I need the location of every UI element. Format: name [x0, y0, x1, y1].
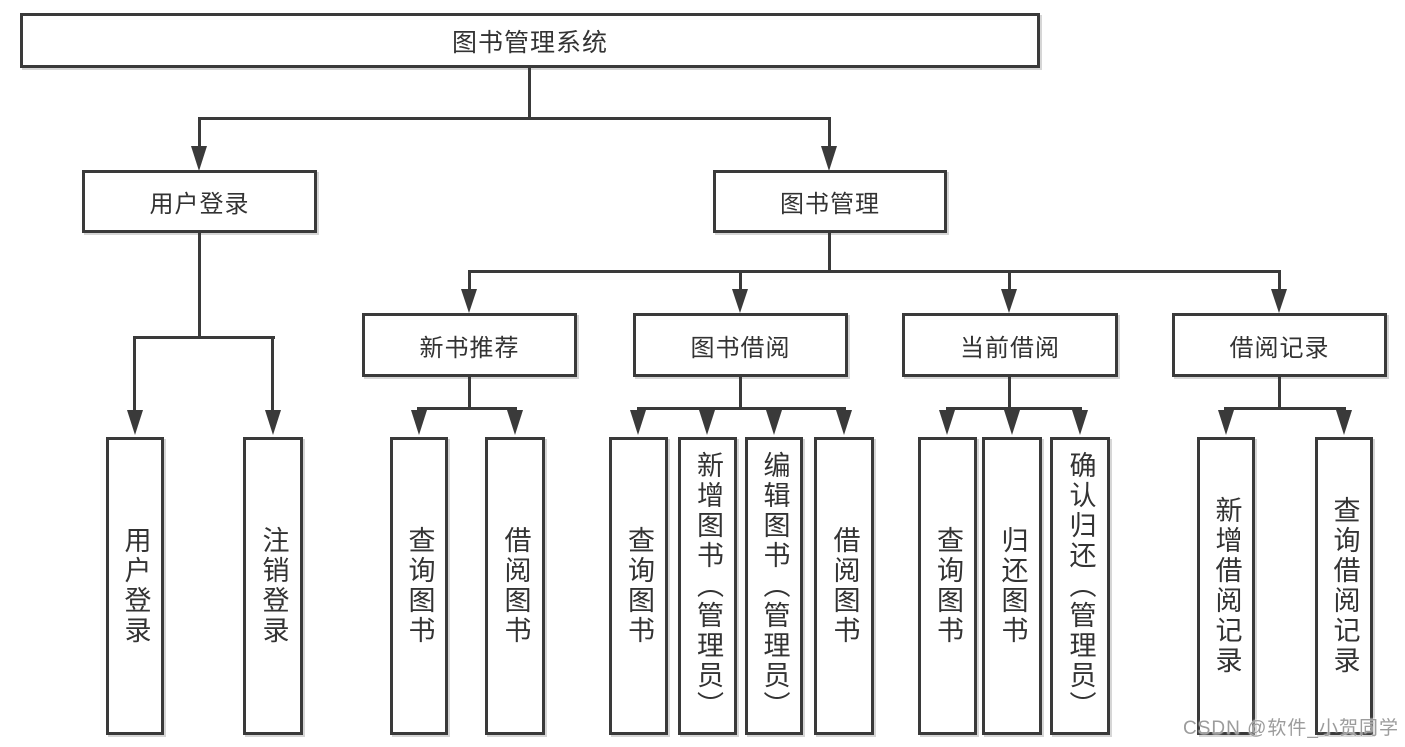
connector-hline — [946, 407, 1082, 410]
node-label: 查询借阅记录 — [1329, 496, 1360, 676]
node-label: 图书借阅 — [690, 334, 791, 362]
node-label: 注销登录 — [258, 526, 289, 646]
arrow-down-icon — [1336, 410, 1352, 435]
connector-vline — [1008, 377, 1011, 408]
connector-vline — [828, 233, 831, 271]
leaf-add-book-admin: 新增图书（管理员） — [678, 437, 737, 735]
connector-hline — [468, 270, 1281, 273]
node-label: 新增借阅记录 — [1211, 496, 1242, 676]
node-library-management-system: 图书管理系统 — [20, 13, 1040, 68]
connector-vline — [468, 377, 471, 408]
node-label: 新书推荐 — [419, 334, 520, 362]
connector-hline — [198, 117, 831, 120]
arrow-down-icon — [821, 146, 837, 171]
connector-vline — [198, 233, 201, 336]
node-book-borrow: 图书借阅 — [633, 313, 848, 377]
arrow-down-icon — [1218, 410, 1234, 435]
arrow-down-icon — [507, 410, 523, 435]
arrow-down-icon — [1001, 289, 1017, 313]
node-current-borrow: 当前借阅 — [902, 313, 1118, 377]
leaf-confirm-return-admin: 确认归还（管理员） — [1050, 437, 1110, 735]
arrow-down-icon — [411, 410, 427, 435]
node-label: 借阅记录 — [1229, 334, 1330, 362]
connector-hline — [637, 407, 846, 410]
node-borrow-records: 借阅记录 — [1172, 313, 1387, 377]
node-label: 用户登录 — [149, 191, 250, 218]
connector-vline — [271, 336, 274, 410]
leaf-borrow-books: 借阅图书 — [814, 437, 874, 735]
connector-vline — [133, 336, 136, 410]
connector-vline — [198, 117, 201, 147]
node-book-management: 图书管理 — [713, 170, 947, 233]
node-label: 查询图书 — [404, 526, 435, 646]
arrow-down-icon — [939, 410, 955, 435]
watermark: CSDN @软件_小贺同学 — [1183, 718, 1399, 739]
arrow-down-icon — [461, 289, 477, 313]
arrow-down-icon — [191, 146, 207, 171]
arrow-down-icon — [699, 410, 715, 435]
leaf-add-borrow-record: 新增借阅记录 — [1197, 437, 1255, 735]
connector-vline — [739, 377, 742, 408]
leaf-return-book: 归还图书 — [982, 437, 1042, 735]
node-label: 新增图书（管理员） — [693, 451, 723, 721]
connector-vline — [1008, 270, 1011, 290]
connector-vline — [528, 68, 531, 118]
leaf-user-login: 用户登录 — [106, 437, 164, 735]
connector-hline — [1224, 407, 1346, 410]
node-label: 确认归还（管理员） — [1065, 451, 1096, 721]
connector-vline — [739, 270, 742, 290]
node-label: 借阅图书 — [829, 526, 860, 646]
node-label: 查询图书 — [624, 526, 654, 646]
connector-hline — [133, 336, 275, 339]
node-new-book-recommend: 新书推荐 — [362, 313, 577, 377]
leaf-edit-book-admin: 编辑图书（管理员） — [745, 437, 803, 735]
arrow-down-icon — [630, 410, 646, 435]
node-label: 图书管理 — [780, 191, 880, 218]
connector-vline — [468, 270, 471, 290]
node-label: 借阅图书 — [500, 526, 531, 646]
leaf-query-borrow-record: 查询借阅记录 — [1315, 437, 1373, 735]
node-label: 当前借阅 — [960, 334, 1060, 362]
connector-hline — [417, 407, 517, 410]
node-user-login: 用户登录 — [82, 170, 317, 233]
arrow-down-icon — [1271, 289, 1287, 313]
node-label: 用户登录 — [120, 526, 151, 646]
leaf-query-books-current: 查询图书 — [918, 437, 977, 735]
connector-vline — [828, 117, 831, 147]
leaf-logout: 注销登录 — [243, 437, 303, 735]
node-label: 编辑图书（管理员） — [759, 451, 790, 721]
node-label: 归还图书 — [997, 526, 1028, 646]
arrow-down-icon — [1072, 410, 1088, 435]
arrow-down-icon — [732, 289, 748, 313]
arrow-down-icon — [836, 410, 852, 435]
arrow-down-icon — [127, 410, 143, 435]
leaf-query-books-borrow: 查询图书 — [609, 437, 668, 735]
connector-vline — [1278, 270, 1281, 290]
connector-vline — [1278, 377, 1281, 408]
arrow-down-icon — [1004, 410, 1020, 435]
leaf-query-books-recommend: 查询图书 — [390, 437, 448, 735]
arrow-down-icon — [766, 410, 782, 435]
node-label: 图书管理系统 — [451, 28, 608, 57]
node-label: 查询图书 — [933, 526, 963, 646]
arrow-down-icon — [265, 410, 281, 435]
leaf-borrow-books-recommend: 借阅图书 — [485, 437, 545, 735]
